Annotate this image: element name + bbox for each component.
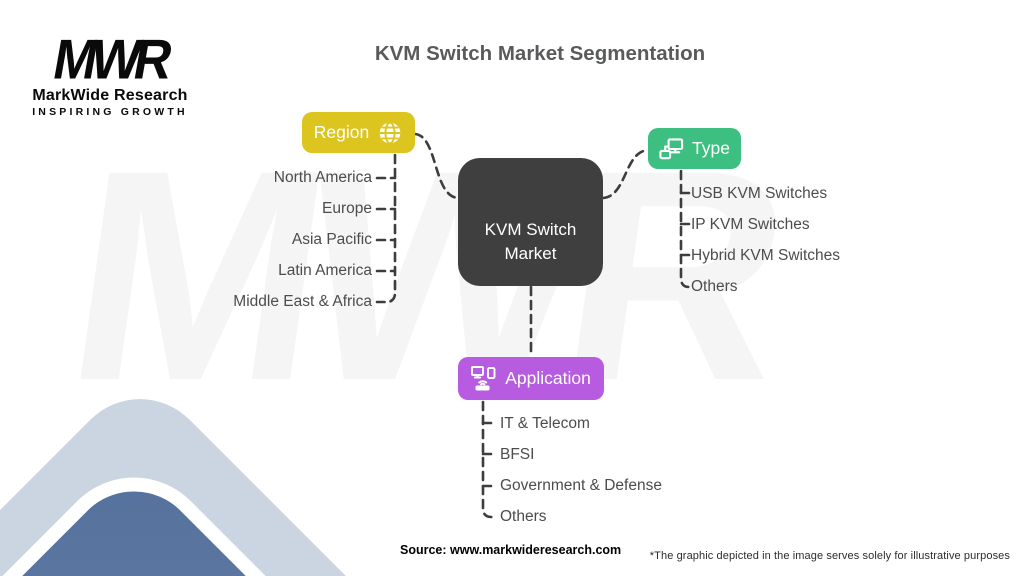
application-item: BFSI (500, 446, 535, 463)
region-item: Latin America (278, 262, 372, 279)
center-node-kvm-switch-market: KVM Switch Market (458, 158, 603, 286)
type-item: Others (691, 278, 738, 295)
application-item: Others (500, 508, 547, 525)
globe-icon (377, 120, 403, 146)
type-item: Hybrid KVM Switches (691, 247, 841, 264)
branch-node-application: Application (458, 357, 604, 400)
connector-center-type (601, 148, 650, 200)
region-item: Europe (322, 200, 372, 217)
application-item: IT & Telecom (500, 415, 590, 432)
region-items-list: North America Europe Asia Pacific Latin … (233, 162, 372, 317)
application-item: Government & Defense (500, 477, 662, 494)
connector-region-trunk (375, 153, 397, 304)
connector-region-center (413, 132, 460, 200)
type-item: USB KVM Switches (691, 185, 828, 202)
connector-type-trunk (679, 169, 691, 289)
disclaimer-text: *The graphic depicted in the image serve… (649, 550, 1010, 562)
page-title: KVM Switch Market Segmentation (374, 42, 706, 65)
region-label: Region (313, 122, 370, 142)
branch-node-type: Type (648, 128, 741, 169)
branch-node-region: Region (302, 112, 415, 153)
logo-mark: MWR (48, 28, 172, 92)
company-logo: MWR MarkWide Research INSPIRING GROWTH (30, 29, 190, 119)
type-item: IP KVM Switches (691, 216, 810, 233)
connected-devices-icon (471, 366, 497, 391)
application-label: Application (505, 368, 591, 388)
logo-tagline: INSPIRING GROWTH (32, 106, 188, 119)
logo-name: MarkWide Research (32, 87, 188, 105)
center-node-label: KVM Switch Market (484, 219, 577, 263)
source-text: Source: www.markwideresearch.com (400, 543, 622, 557)
application-items-list: IT & Telecom BFSI Government & Defense O… (500, 408, 662, 532)
region-item: Asia Pacific (291, 231, 372, 248)
region-item: North America (273, 169, 372, 186)
type-items-list: USB KVM Switches IP KVM Switches Hybrid … (691, 178, 840, 302)
connector-application-trunk (481, 400, 496, 519)
type-label: Type (692, 138, 730, 158)
region-item: Middle East & Africa (233, 293, 372, 310)
kvm-monitor-icon (659, 137, 684, 161)
